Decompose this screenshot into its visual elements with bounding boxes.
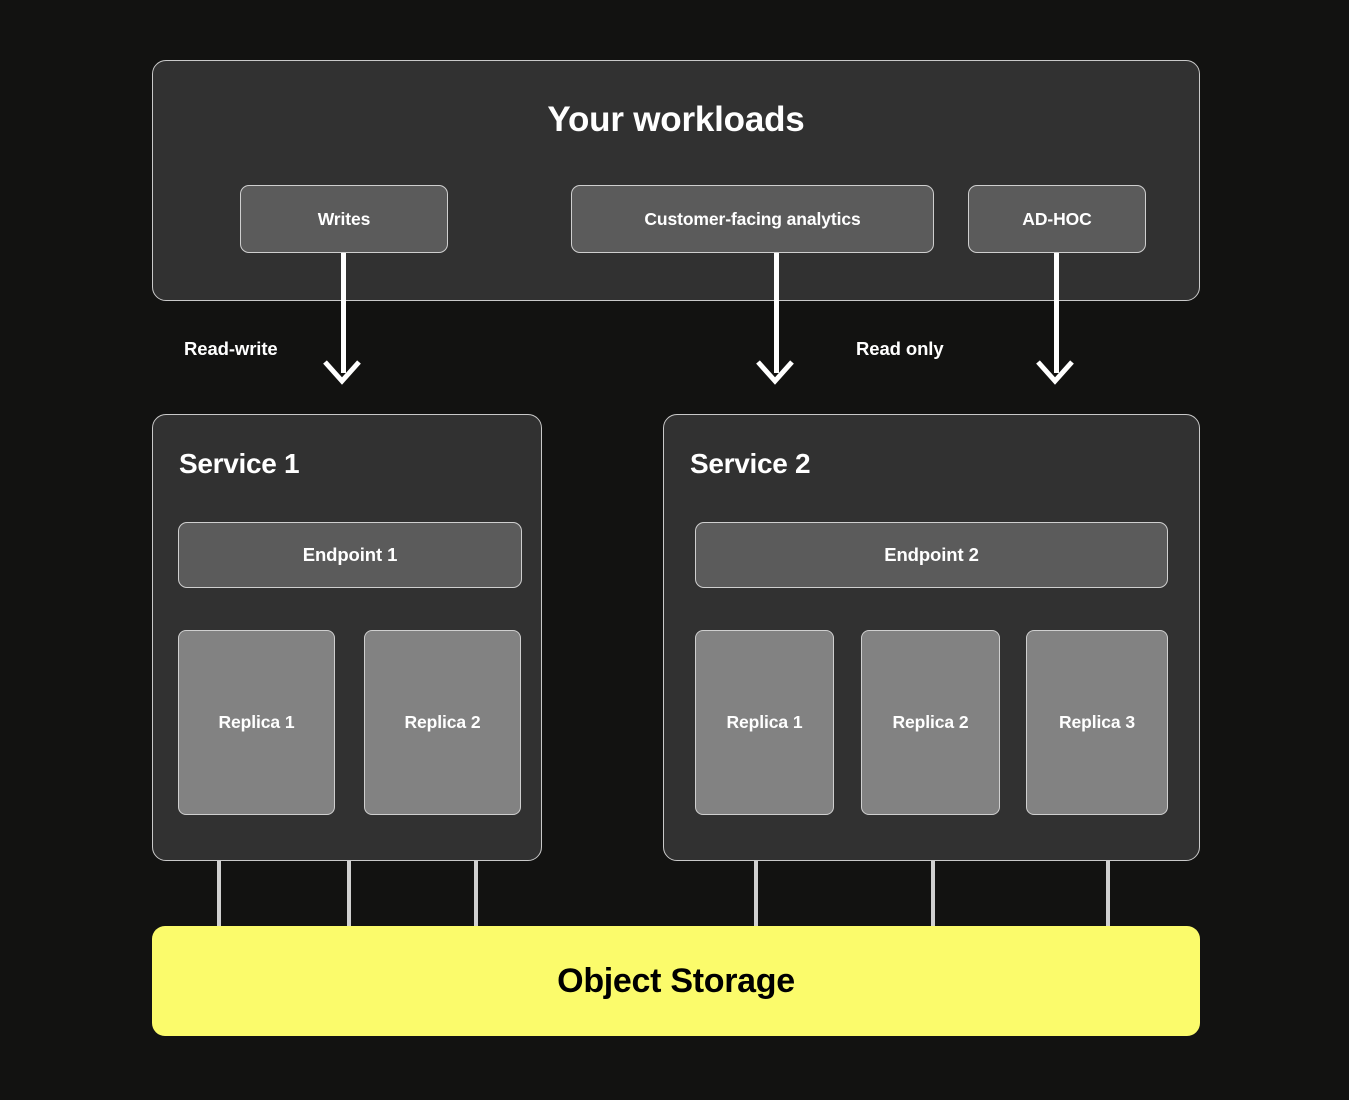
replica-box-service2-1[interactable]: Replica 1 <box>695 630 834 815</box>
connector-service2-storage-1 <box>754 861 758 927</box>
arrow-down-icon-writes <box>323 360 361 386</box>
replica-box-service1-1[interactable]: Replica 1 <box>178 630 335 815</box>
arrow-shaft-analytics <box>774 253 779 373</box>
replica-box-service1-2[interactable]: Replica 2 <box>364 630 521 815</box>
workload-chip-ad-hoc[interactable]: AD-HOC <box>968 185 1146 253</box>
replica-box-service2-3[interactable]: Replica 3 <box>1026 630 1168 815</box>
workloads-panel: Your workloads <box>152 60 1200 301</box>
object-storage-box[interactable]: Object Storage <box>152 926 1200 1036</box>
arrow-shaft-ad-hoc <box>1054 253 1059 373</box>
workload-chip-writes[interactable]: Writes <box>240 185 448 253</box>
arrow-shaft-writes <box>341 253 346 373</box>
connector-service1-storage-3 <box>474 861 478 927</box>
connector-service1-storage-1 <box>217 861 221 927</box>
connector-service2-storage-3 <box>1106 861 1110 927</box>
arrow-down-icon-analytics <box>756 360 794 386</box>
arrow-down-icon-ad-hoc <box>1036 360 1074 386</box>
endpoint-box-1[interactable]: Endpoint 1 <box>178 522 522 588</box>
connector-service1-storage-2 <box>347 861 351 927</box>
replica-box-service2-2[interactable]: Replica 2 <box>861 630 1000 815</box>
endpoint-box-2[interactable]: Endpoint 2 <box>695 522 1168 588</box>
service-title-2: Service 2 <box>690 448 811 479</box>
workload-chip-customer-facing-analytics[interactable]: Customer-facing analytics <box>571 185 934 253</box>
edge-label-read-only: Read only <box>856 338 944 359</box>
workloads-title: Your workloads <box>547 100 805 139</box>
edge-label-read-write: Read-write <box>184 338 278 359</box>
service-panel-2: Service 2 Endpoint 2 Replica 1 Replica 2… <box>663 414 1200 861</box>
service-title-1: Service 1 <box>179 448 300 479</box>
service-panel-1: Service 1 Endpoint 1 Replica 1 Replica 2 <box>152 414 542 861</box>
connector-service2-storage-2 <box>931 861 935 927</box>
